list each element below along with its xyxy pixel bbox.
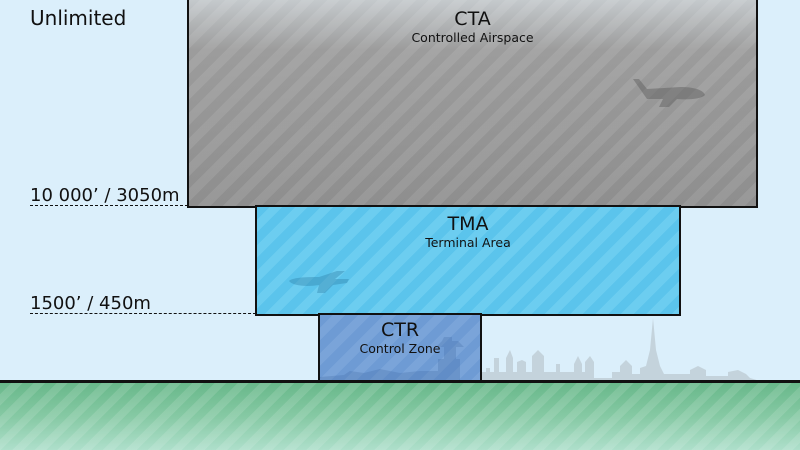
altitude-line-10000ft — [30, 205, 188, 206]
control-tower-icon — [320, 337, 464, 381]
zone-ctr-name: Control Zone — [359, 341, 441, 356]
airplane-icon-tma — [289, 271, 349, 293]
ground — [0, 380, 800, 450]
zone-tma: TMA Terminal Area — [255, 205, 681, 316]
altitude-line-1500ft — [30, 313, 256, 314]
zone-tma-name: Terminal Area — [425, 235, 511, 250]
zone-cta-abbr: CTA — [454, 8, 491, 30]
airplane-icon-cta — [633, 79, 705, 107]
zone-tma-abbr: TMA — [447, 213, 489, 235]
altitude-label-10000ft: 10 000’ / 3050m — [30, 185, 180, 206]
zone-ctr: CTR Control Zone — [318, 313, 482, 383]
altitude-label-unlimited: Unlimited — [30, 6, 127, 30]
altitude-label-1500ft: 1500’ / 450m — [30, 293, 151, 314]
zone-cta: CTA Controlled Airspace — [187, 0, 758, 208]
zone-cta-name: Controlled Airspace — [411, 30, 534, 45]
zone-ctr-abbr: CTR — [380, 319, 420, 341]
